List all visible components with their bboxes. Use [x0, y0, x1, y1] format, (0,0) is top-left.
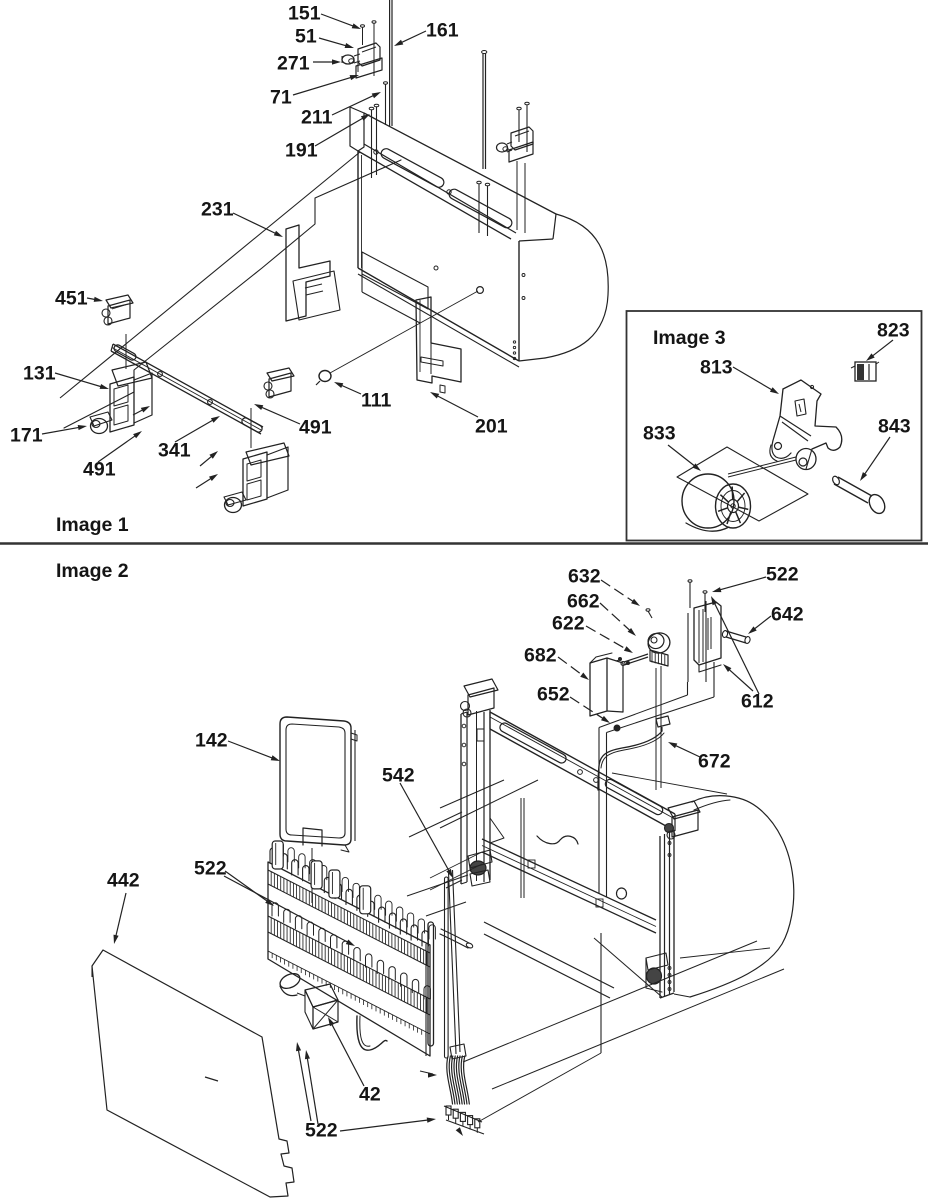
svg-text:131: 131	[23, 363, 56, 385]
svg-text:642: 642	[771, 604, 804, 626]
svg-text:843: 843	[878, 416, 911, 438]
svg-text:151: 151	[288, 3, 321, 25]
svg-text:662: 662	[567, 591, 600, 613]
svg-text:622: 622	[552, 613, 585, 635]
svg-text:211: 211	[301, 107, 333, 129]
svg-text:652: 652	[537, 684, 570, 706]
svg-text:833: 833	[643, 423, 676, 445]
svg-text:682: 682	[524, 645, 557, 667]
svg-text:612: 612	[741, 691, 774, 713]
svg-text:231: 231	[201, 199, 234, 221]
svg-text:522: 522	[194, 858, 227, 880]
svg-text:201: 201	[475, 416, 508, 438]
svg-text:522: 522	[305, 1120, 338, 1142]
svg-text:171: 171	[10, 425, 43, 447]
svg-text:451: 451	[55, 288, 88, 310]
svg-text:51: 51	[295, 26, 317, 48]
svg-text:142: 142	[195, 730, 228, 752]
svg-text:823: 823	[877, 320, 910, 342]
svg-text:Image 2: Image 2	[56, 560, 129, 582]
svg-text:Image 3: Image 3	[653, 327, 726, 349]
svg-text:Image 1: Image 1	[56, 514, 129, 536]
svg-text:341: 341	[158, 440, 191, 462]
svg-text:42: 42	[359, 1084, 381, 1106]
svg-text:491: 491	[299, 417, 332, 439]
svg-text:71: 71	[270, 87, 292, 109]
svg-text:271: 271	[277, 53, 310, 75]
svg-text:442: 442	[107, 870, 140, 892]
svg-text:672: 672	[698, 751, 731, 773]
svg-text:161: 161	[426, 20, 459, 42]
svg-text:522: 522	[766, 564, 799, 586]
svg-text:813: 813	[700, 357, 733, 379]
svg-text:191: 191	[285, 140, 318, 162]
svg-text:111: 111	[361, 390, 392, 412]
svg-text:491: 491	[83, 459, 116, 481]
svg-text:632: 632	[568, 566, 601, 588]
svg-text:542: 542	[382, 765, 415, 787]
